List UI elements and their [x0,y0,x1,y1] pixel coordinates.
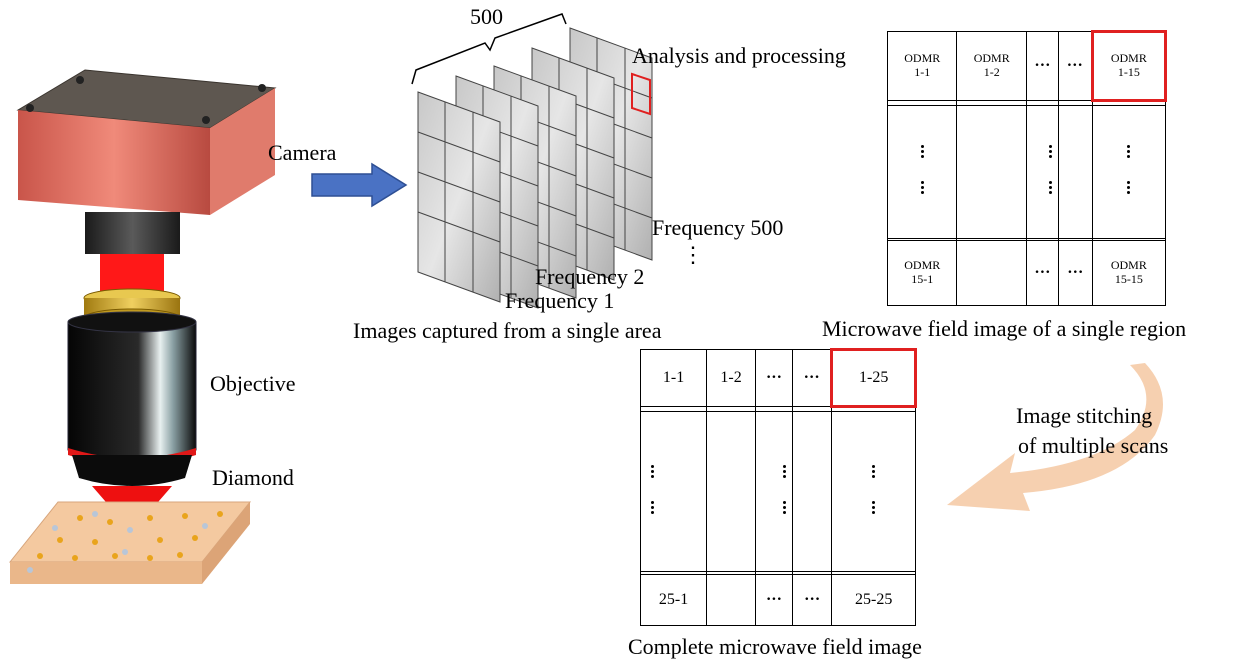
odmr-cell-15-15: ODMR 15-15 [1091,240,1167,306]
vertical-dots-icon [886,104,958,240]
odmr-ellipsis-cell: ··· [1025,240,1059,306]
camera-lens-mount [85,212,180,254]
full-ellipsis-cell: ··· [754,573,794,627]
odmr-region-grid: ODMR 1-1 ODMR 1-2 ··· ··· ODMR 1-15 ODMR… [886,29,1168,306]
odmr-cell-1-1: ODMR 1-1 [886,30,958,102]
full-cell-25-1: 25-1 [639,573,708,627]
frequency-1-label: Frequency 1 [505,288,615,313]
odmr-ellipsis-cell: ··· [1057,240,1093,306]
stack-count-label: 500 [470,4,503,29]
diamond-label: Diamond [212,465,294,490]
odmr-cell-1-2: ODMR 1-2 [956,30,1027,102]
odmr-ellipsis-cell: ··· [1057,30,1093,102]
full-cell-1-2: 1-2 [706,349,756,407]
diamond-sample-icon [8,501,252,584]
stitching-label-line2: of multiple scans [1018,433,1169,458]
frequency-2-label: Frequency 2 [535,264,645,289]
microscope-illustration [8,69,277,584]
images-caption: Images captured from a single area [353,318,662,343]
blue-arrow-icon [311,162,408,208]
complete-caption: Complete microwave field image [628,634,922,659]
vertical-dots-icon [754,411,794,572]
vertical-dots-icon [1025,104,1059,240]
full-cell-1-25: 1-25 [830,348,917,408]
odmr-cell-15-1: ODMR 15-1 [886,240,958,306]
frequency-image-stack [411,13,653,309]
stitching-arrow-icon [947,363,1163,511]
stack-dots-label: ⋮ [682,242,704,267]
odmr-cell-1-15: ODMR 1-15 [1090,29,1168,103]
full-cell-1-1: 1-1 [639,349,708,407]
full-ellipsis-cell: ··· [792,573,833,627]
odmr-ellipsis-cell: ··· [1025,30,1059,102]
camera-icon [16,69,277,215]
objective-icon [67,311,197,486]
full-ellipsis-cell: ··· [792,349,833,407]
vertical-dots-icon [639,411,708,572]
laser-beam [100,254,164,294]
camera-label: Camera [268,140,337,165]
complete-field-grid: 1-1 1-2 ··· ··· 1-25 25-1 ··· ··· 25-25 [639,348,917,627]
analysis-label: Analysis and processing [632,43,846,68]
vertical-dots-icon [831,411,916,572]
vertical-dots-icon [1091,104,1167,240]
objective-label: Objective [210,371,296,396]
region-caption: Microwave field image of a single region [822,316,1187,341]
full-ellipsis-cell: ··· [754,349,794,407]
frequency-500-label: Frequency 500 [652,215,784,240]
full-cell-25-25: 25-25 [831,573,916,627]
stitching-label-line1: Image stitching [1016,403,1153,428]
